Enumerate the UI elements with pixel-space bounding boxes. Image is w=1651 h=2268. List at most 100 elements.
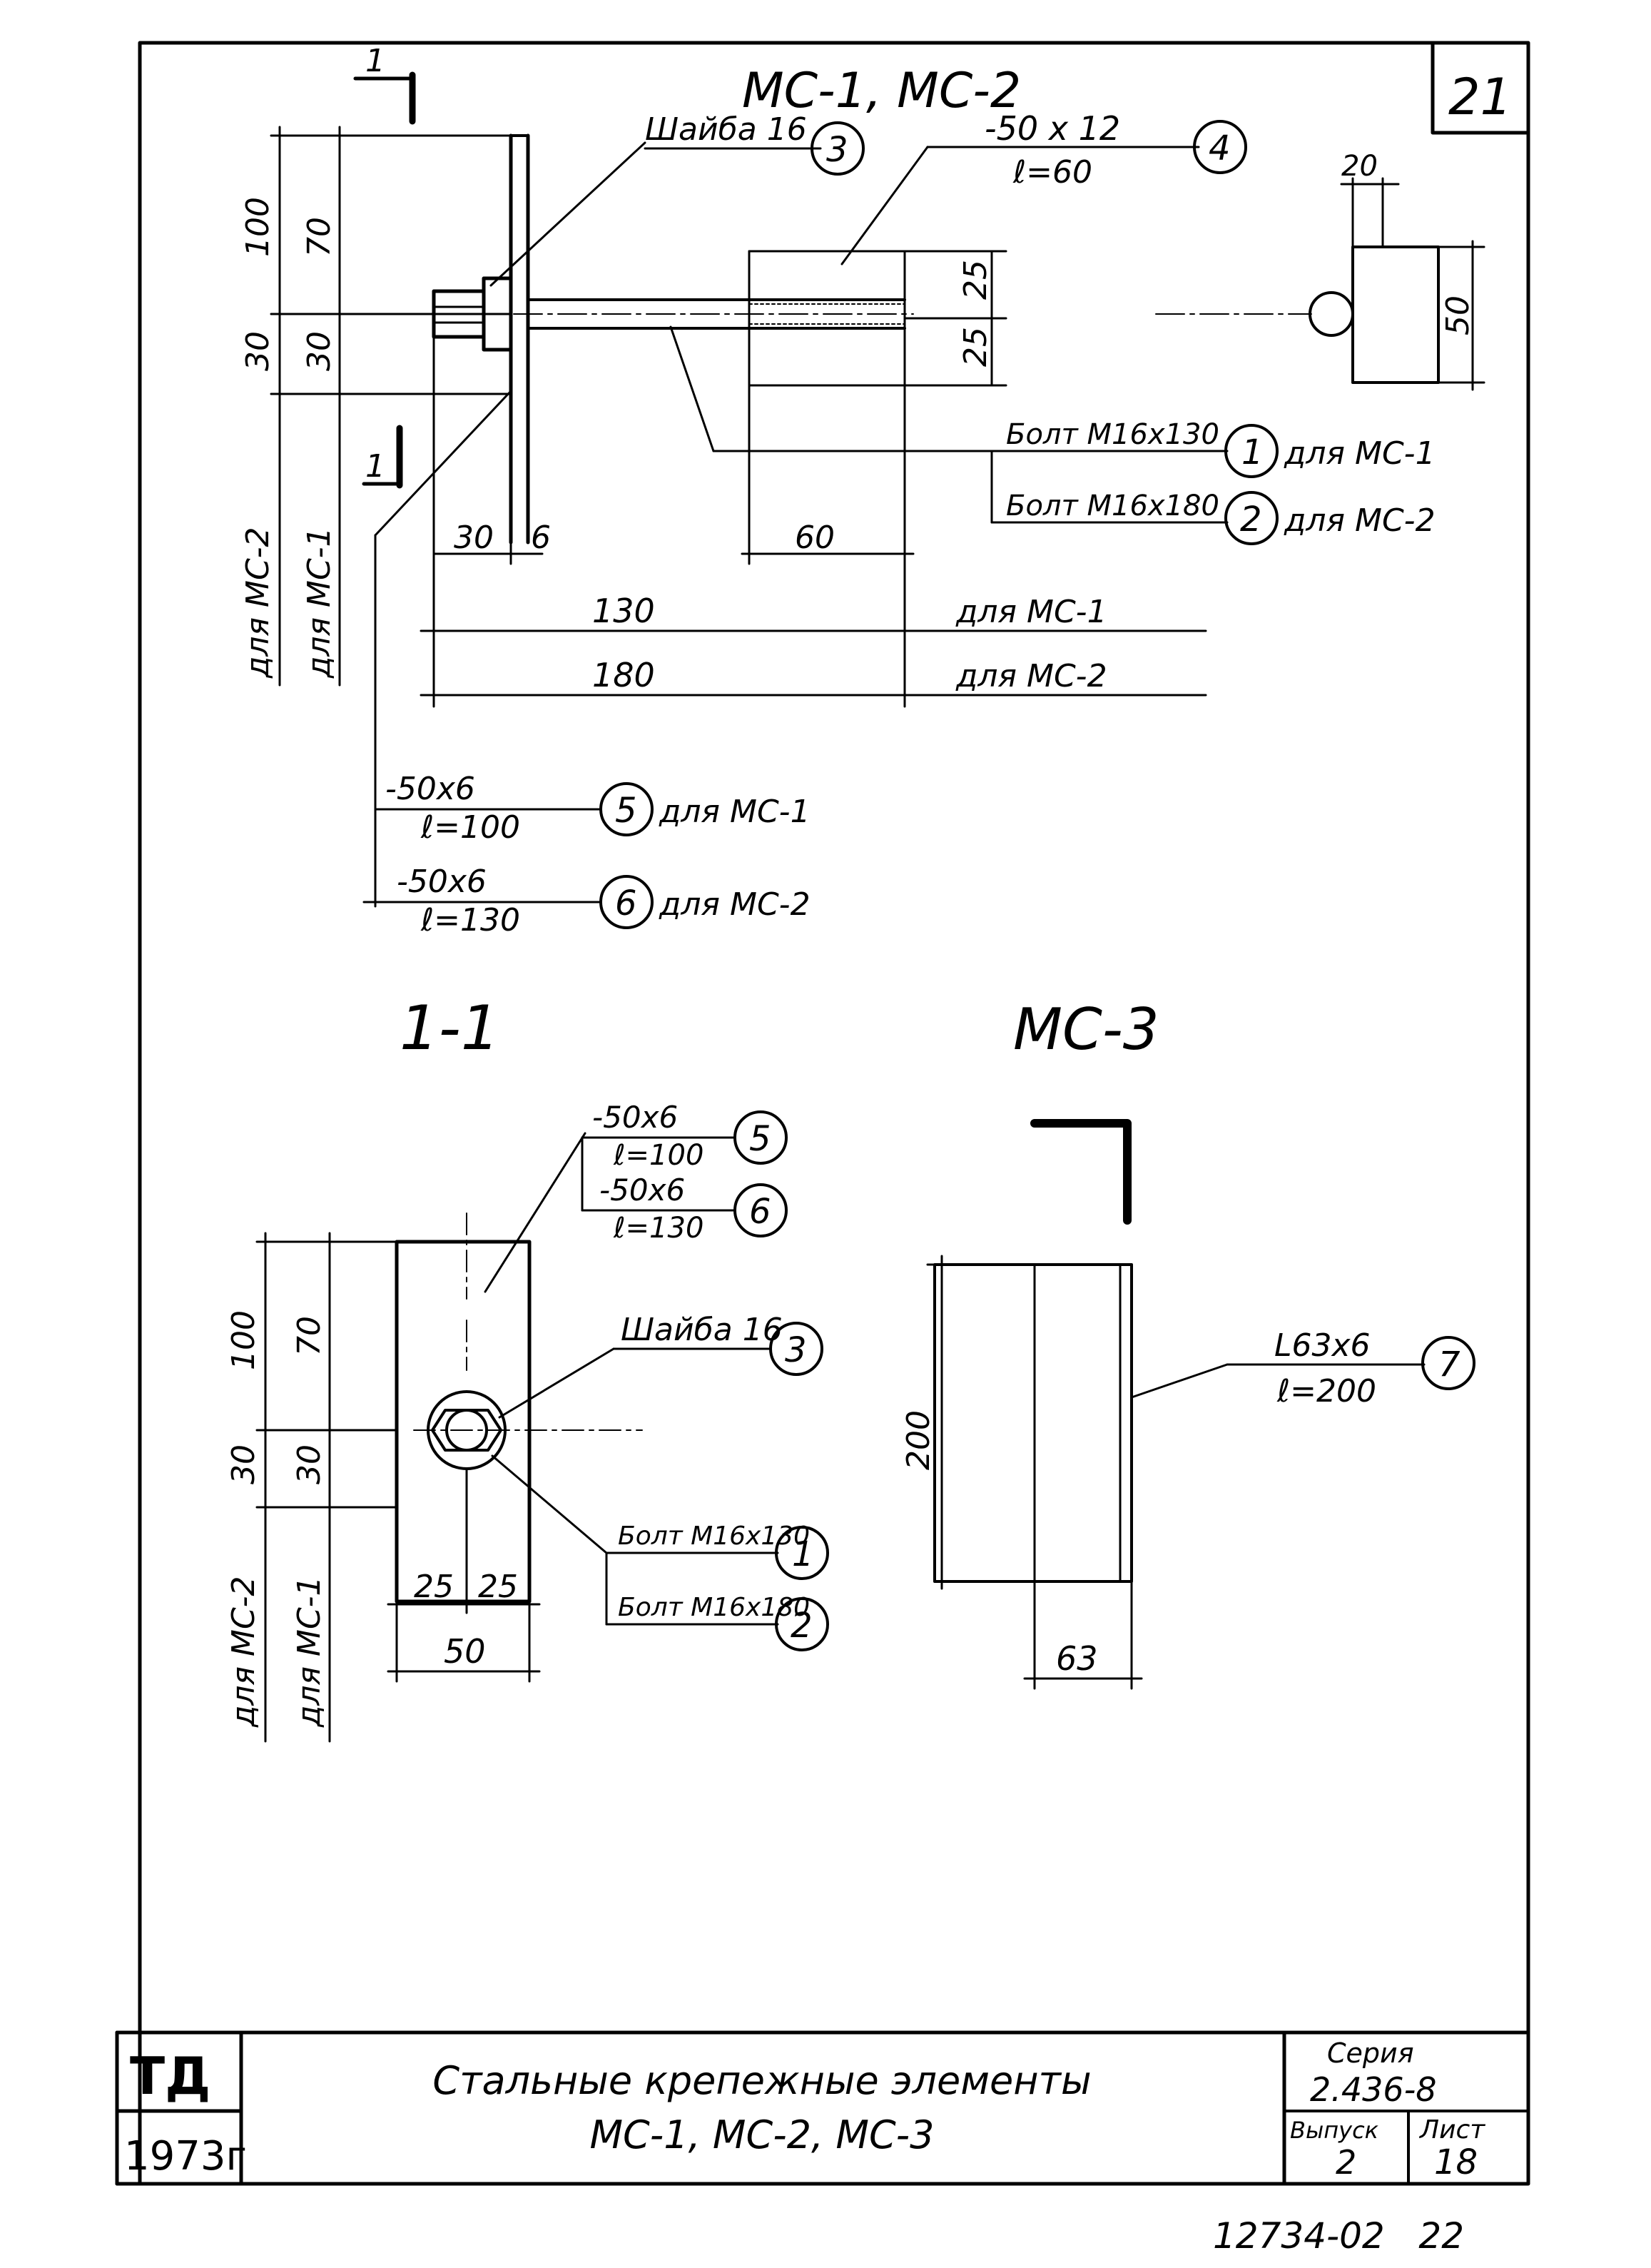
main-for-mc1-vertical: для МС-1: [301, 527, 337, 679]
section-dim-25a: 25: [414, 1569, 454, 1605]
title-block-series-label: Серия: [1327, 2037, 1414, 2069]
main-plate6-size: -50х6: [397, 864, 487, 900]
section-dim-30a: 30: [225, 1444, 262, 1484]
main-dim-30b: 30: [301, 331, 337, 371]
main-plate5-size: -50х6: [385, 771, 475, 807]
section-view: 1-1 100 70 30 30 для МС-2 для МС-1: [225, 993, 829, 1743]
main-plate6-len: ℓ=130: [420, 902, 520, 938]
main-plate5-for: для МС-1: [659, 794, 811, 830]
section-plate5-num: 5: [749, 1119, 771, 1159]
mc3-callout-angle: L63х6 ℓ=200 7: [1130, 1327, 1475, 1409]
mc3-angle-size: L63х6: [1274, 1327, 1371, 1364]
main-bolt2-label: Болт М16х180: [1006, 490, 1219, 522]
sheet-frame: [115, 41, 1530, 2186]
title-block-issue-label: Выпуск: [1290, 2117, 1379, 2144]
sheet-number: 21: [1448, 68, 1512, 126]
mc3-angle-num: 7: [1438, 1345, 1460, 1384]
main-view-title: МС-1, МС-2: [742, 63, 1021, 119]
main-dim-100: 100: [240, 197, 276, 257]
mc3-title: МС-3: [1013, 996, 1159, 1063]
section-bolt-head: [427, 1390, 507, 1470]
main-plate6-for: для МС-2: [659, 886, 811, 923]
mc3-view: МС-3 200 63 L63х6 ℓ=200 7: [900, 996, 1475, 1690]
main-dim-60: 60: [795, 520, 835, 556]
main-bolt2-for: для МС-2: [1284, 502, 1436, 539]
main-bottom-dims: 30 6 60 130 180 для МС-1 для МС-2: [420, 337, 1207, 708]
mc3-dim-200: 200: [900, 1410, 937, 1470]
section-plate6-len: ℓ=130: [613, 1212, 703, 1245]
main-callout-bolts: Болт М16х130 Болт М16х180 1 2 для МС-1 д…: [669, 325, 1436, 545]
mc3-dims: 200 63: [900, 1255, 1143, 1690]
main-dim-25a: 25: [957, 260, 994, 300]
main-bolt1-label: Болт М16х130: [1006, 418, 1219, 451]
mc3-elevation: [933, 1263, 1133, 1583]
mc3-dim-63: 63: [1056, 1639, 1098, 1678]
main-dim-180: 180: [592, 656, 655, 694]
plate-4-elevation: 25 25: [748, 250, 1007, 565]
section-mark-bottom-label: 1: [365, 448, 385, 485]
section-mark-top: 1: [353, 43, 416, 125]
section-view-title: 1-1: [400, 993, 499, 1064]
main-left-dims: 100 70 30 30 для МС-2 для МС-1: [240, 126, 512, 687]
section-plate6-num: 6: [749, 1192, 771, 1232]
main-for-mc2-vertical: для МС-2: [240, 527, 276, 679]
main-dim-20: 20: [1341, 150, 1378, 183]
section-callout-bolts: Болт М16х130 Болт М16х180 1 2: [491, 1454, 829, 1651]
main-plate4-num: 4: [1209, 128, 1231, 168]
main-washer-label: Шайба 16: [645, 111, 807, 148]
main-plate6-num: 6: [615, 884, 637, 923]
main-callout-plate4: -50 x 12 ℓ=60 4: [840, 109, 1247, 265]
section-washer-label: Шайба 16: [621, 1312, 783, 1348]
main-callout-washer: Шайба 16 3: [489, 111, 865, 287]
main-plate4-size: -50 x 12: [985, 109, 1120, 148]
section-dim-50: 50: [444, 1632, 486, 1671]
section-for-mc2-vertical: для МС-2: [225, 1576, 262, 1728]
section-left-dims: 100 70 30 30 для МС-2 для МС-1: [225, 1232, 398, 1743]
section-plate5-size: -50х6: [592, 1100, 678, 1135]
section-plate6-size: -50х6: [599, 1173, 685, 1208]
main-dim-6: 6: [531, 520, 551, 556]
mc3-angle-len: ℓ=200: [1276, 1373, 1376, 1409]
main-bolt2-num: 2: [1240, 500, 1262, 540]
main-dim-25b: 25: [957, 327, 994, 367]
main-washer-num: 3: [826, 130, 848, 170]
main-for-mc2-180: для МС-2: [955, 658, 1107, 694]
main-plate5-len: ℓ=100: [420, 809, 520, 846]
title-block: ТД 1973г Стальные крепежные элементы МС-…: [115, 2030, 1530, 2186]
section-dim-25b: 25: [478, 1569, 518, 1605]
section-bolt1-num: 1: [792, 1534, 814, 1574]
section-for-mc1-vertical: для МС-1: [291, 1576, 327, 1728]
section-callout-plates: -50х6 ℓ=100 5 -50х6 ℓ=130 6: [484, 1100, 788, 1293]
mc3-angle-section: [1030, 1119, 1132, 1225]
title-block-org: ТД: [130, 2046, 210, 2106]
main-view: МС-1, МС-2 1 1: [240, 43, 1485, 938]
main-dim-30a: 30: [240, 331, 276, 371]
title-block-line1: Стальные крепежные элементы: [432, 2058, 1091, 2103]
section-mark-bottom: 1: [362, 425, 403, 489]
main-plate5-num: 5: [615, 791, 637, 831]
main-dim-50: 50: [1440, 295, 1476, 335]
main-plate4-len: ℓ=60: [1012, 154, 1092, 191]
section-dim-30b: 30: [291, 1444, 327, 1484]
title-block-sheet-value: 18: [1434, 2142, 1478, 2182]
main-dim-70: 70: [301, 217, 337, 257]
section-plate5-len: ℓ=100: [613, 1139, 703, 1172]
main-bolt1-num: 1: [1241, 432, 1264, 472]
main-callout-plates-5-6: -50х6 ℓ=100 5 для МС-1 -50х6 ℓ=130 6 для…: [362, 390, 811, 938]
section-bottom-dims: 25 25 50: [387, 1469, 541, 1683]
section-dim-100: 100: [225, 1310, 262, 1370]
sheet-number-box: 21: [1431, 42, 1529, 135]
section-bolt2-num: 2: [791, 1606, 813, 1646]
section-dim-70: 70: [291, 1316, 327, 1356]
title-block-series-value: 2.436-8: [1310, 2070, 1437, 2109]
main-for-mc1-130: для МС-1: [955, 594, 1107, 630]
main-end-view: 20 50: [1155, 150, 1485, 391]
title-block-sheet-label: Лист: [1418, 2115, 1485, 2145]
base-plate-elevation: [509, 133, 530, 545]
title-block-issue-value: 2: [1336, 2143, 1356, 2182]
section-mark-top-label: 1: [365, 43, 385, 79]
section-washer-num: 3: [785, 1330, 807, 1370]
title-block-line2: МС-1, МС-2, МС-3: [589, 2112, 934, 2157]
section-callout-washer: Шайба 16 3: [498, 1312, 823, 1419]
